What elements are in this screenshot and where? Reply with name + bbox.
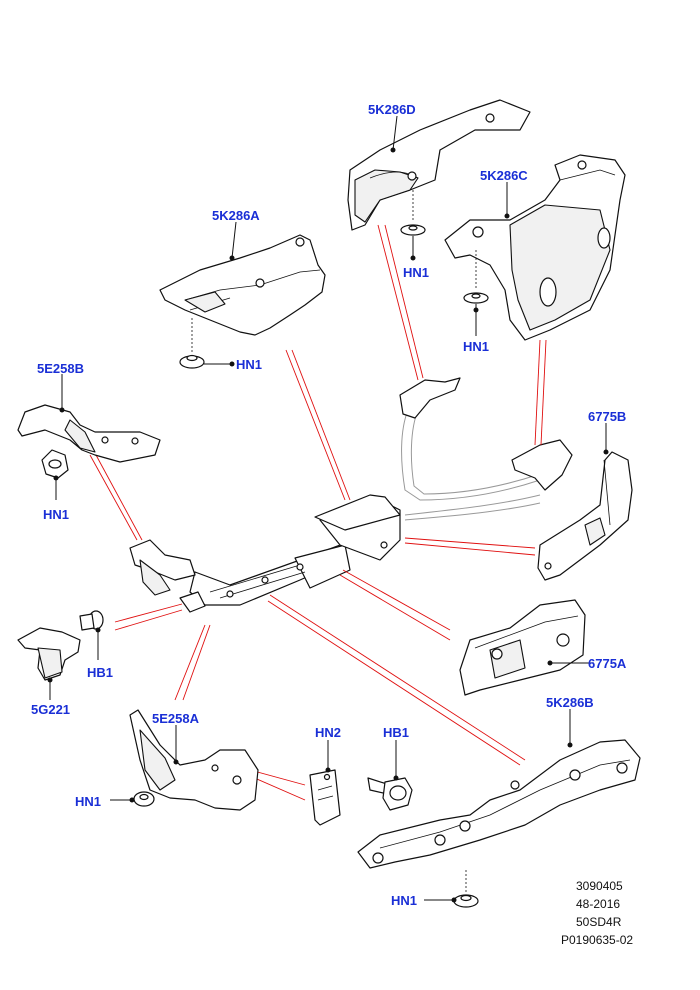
bracket-6775b: [537, 451, 633, 581]
heat-shield-5k286a: [159, 234, 326, 336]
label-5k286b: 5K286B: [546, 695, 594, 710]
label-hb1-b: HB1: [383, 725, 409, 740]
reference-lines: [89, 224, 547, 801]
label-hb1-a: HB1: [87, 665, 113, 680]
bracket-6775a: [459, 599, 586, 696]
nut-hn1-e: [110, 791, 155, 807]
bracket-5g221: [17, 627, 81, 700]
heat-shield-5k286d: [347, 99, 531, 231]
nut-hn1-d: [41, 449, 69, 500]
nut-hn1-c: [179, 318, 232, 369]
label-hn2: HN2: [315, 725, 341, 740]
label-hn1-a: HN1: [403, 265, 429, 280]
label-5k286c: 5K286C: [480, 168, 528, 183]
nut-hn1-f: [424, 870, 479, 908]
label-5e258b: 5E258B: [37, 361, 84, 376]
reference-line-2: 48-2016: [576, 897, 620, 911]
label-6775b: 6775B: [588, 409, 626, 424]
reference-line-1: 3090405: [576, 879, 623, 893]
callout-leaders: [47, 115, 609, 903]
label-hn1-e: HN1: [75, 794, 101, 809]
heat-shield-5e258b: [17, 404, 161, 463]
label-6775a: 6775A: [588, 656, 627, 671]
label-hn1-f: HN1: [391, 893, 417, 908]
exhaust-assembly: [129, 377, 573, 613]
nut-hn1-b: [463, 250, 489, 336]
label-5e258a: 5E258A: [152, 711, 200, 726]
label-hn1-b: HN1: [463, 339, 489, 354]
nut-hn1-a: [400, 190, 426, 258]
heat-shield-5k286c: [444, 154, 626, 341]
bolt-hb1-b: [367, 740, 413, 811]
label-hn1-c: HN1: [236, 357, 262, 372]
callout-labels: 5K286D HN1 5K286C HN1 5K286A HN1 5E258B …: [31, 102, 627, 908]
label-5k286d: 5K286D: [368, 102, 416, 117]
label-5g221: 5G221: [31, 702, 70, 717]
label-hn1-d: HN1: [43, 507, 69, 522]
heat-shield-5e258a: [129, 709, 259, 811]
heat-shield-5k286b: [357, 739, 641, 869]
bolt-hb1-a: [79, 610, 104, 660]
reference-line-4: P0190635-02: [561, 933, 633, 947]
label-5k286a: 5K286A: [212, 208, 260, 223]
reference-line-3: 50SD4R: [576, 915, 622, 929]
clip-hn2: [309, 740, 341, 826]
reference-block: 3090405 48-2016 50SD4R P0190635-02: [561, 879, 633, 947]
